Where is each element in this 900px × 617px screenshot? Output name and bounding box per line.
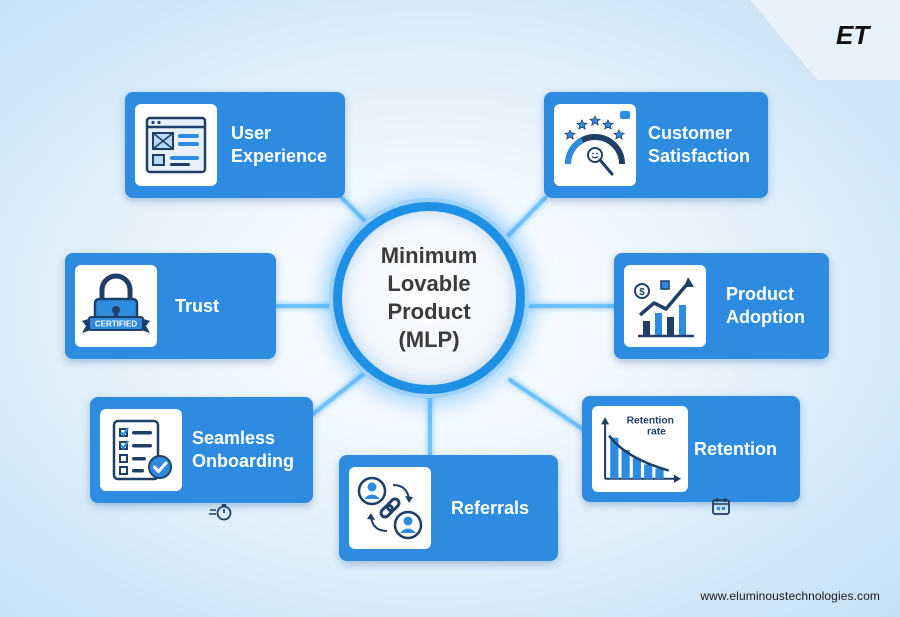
connector-retention: [508, 378, 586, 432]
connector-customer-satisfaction: [506, 196, 547, 238]
node-referrals: Referrals: [339, 455, 558, 561]
label-seamless-onboarding: Seamless Onboarding: [192, 428, 294, 471]
hub-title: Minimum Lovable Product (MLP): [380, 243, 478, 352]
node-customer-satisfaction: Customer Satisfaction: [544, 92, 768, 198]
retention-chart-caption-line1: Retention: [627, 415, 674, 426]
label-retention: Retention: [694, 438, 777, 459]
tile-seamless-onboarding: [100, 409, 182, 491]
label-user-experience: User Experience: [231, 123, 328, 166]
mlp-hub: Minimum Lovable Product (MLP): [333, 202, 525, 394]
referral-link-icon: [357, 476, 423, 540]
retention-chart-caption-line2: rate: [647, 427, 666, 438]
tile-trust: CERTIFIED: [75, 265, 157, 347]
tile-retention: Retention rate: [592, 406, 688, 492]
growth-chart-icon: $: [634, 277, 694, 338]
tile-user-experience: [135, 104, 217, 186]
checklist-icon: [112, 419, 172, 481]
svg-text:ET: ET: [836, 22, 871, 48]
satisfaction-gauge-icon: [563, 111, 630, 176]
node-seamless-onboarding: Seamless Onboarding: [90, 397, 313, 503]
node-product-adoption: $ Product Adoption: [614, 253, 829, 359]
wireframe-layout-icon: [145, 116, 207, 174]
connector-seamless-onboarding: [311, 370, 368, 416]
svg-text:CERTIFIED: CERTIFIED: [95, 320, 137, 329]
tile-referrals: [349, 467, 431, 549]
tile-customer-satisfaction: [554, 104, 636, 186]
stopwatch-icon: [209, 504, 232, 521]
website-url[interactable]: www.eluminoustechnologies.com: [700, 589, 880, 603]
node-retention: Retention rate Retention: [582, 396, 800, 502]
label-product-adoption: Product Adoption: [726, 284, 805, 327]
svg-text:$: $: [639, 287, 645, 298]
calendar-icon: [712, 498, 730, 515]
tile-product-adoption: $: [624, 265, 706, 347]
label-referrals: Referrals: [451, 497, 530, 518]
certified-padlock-icon: CERTIFIED: [82, 273, 150, 333]
node-user-experience: User Experience: [125, 92, 345, 198]
retention-chart-icon: Retention rate: [600, 415, 682, 483]
node-trust: CERTIFIED Trust: [65, 253, 276, 359]
label-trust: Trust: [175, 295, 220, 316]
et-logo: ET: [836, 22, 871, 48]
label-customer-satisfaction: Customer Satisfaction: [648, 123, 751, 166]
